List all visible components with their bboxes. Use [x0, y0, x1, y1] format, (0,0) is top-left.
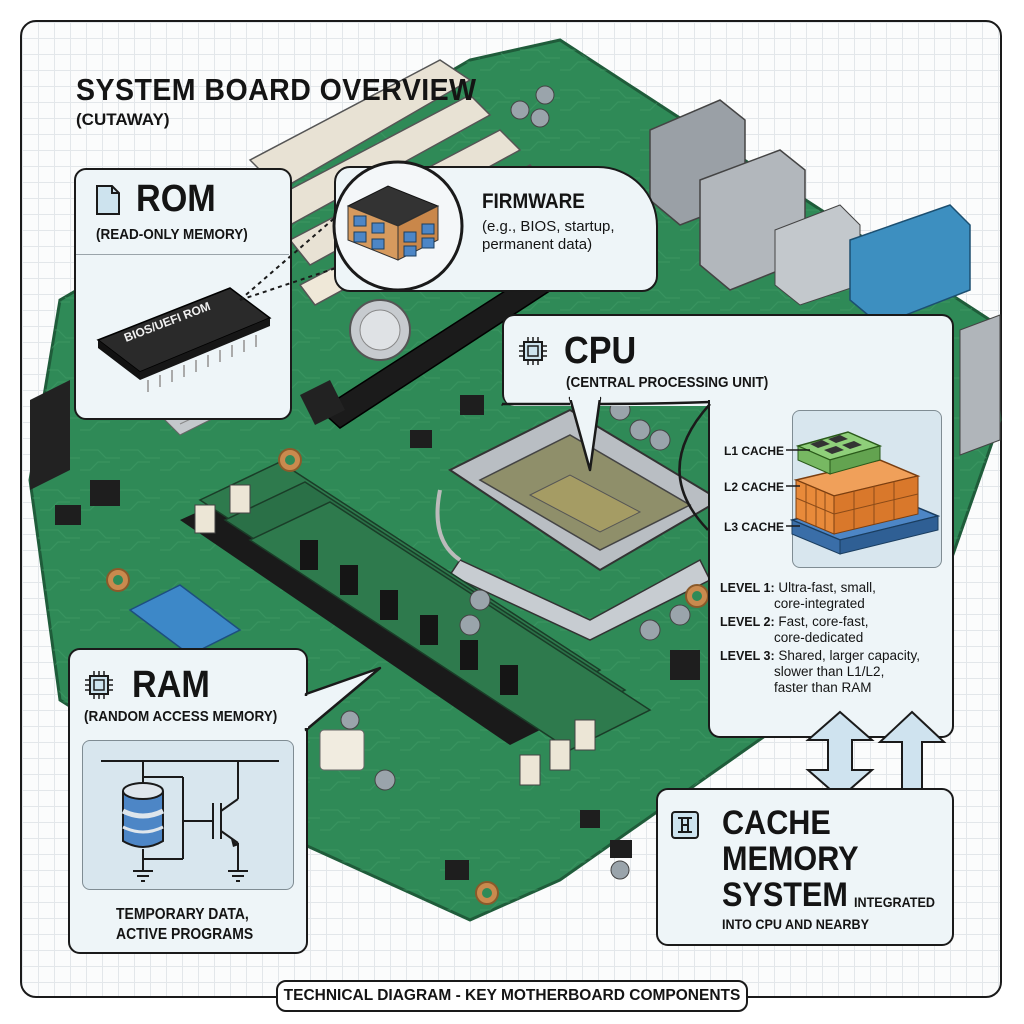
cache-heading-1: CACHE: [722, 804, 831, 842]
cpu-full-name: (CENTRAL PROCESSING UNIT): [566, 374, 769, 391]
ram-modules: [180, 461, 652, 786]
cache-icon: [671, 811, 699, 839]
level-1-text-2: core-integrated: [774, 596, 865, 611]
cache-desc: INTO CPU AND NEARBY: [722, 916, 870, 932]
cache-heading-2: MEMORY: [722, 840, 859, 878]
firmware-desc-2: permanent data): [482, 236, 593, 253]
cache-heading-3: SYSTEM: [722, 876, 848, 914]
cpu-callout: CPU (CENTRAL PROCESSING UNIT): [502, 314, 954, 406]
level-2-text-2: core-dedicated: [774, 630, 864, 645]
rom-heading: ROM: [136, 178, 216, 220]
level-3-text: LEVEL 3: Shared, larger capacity,: [720, 648, 920, 663]
firmware-desc-1: (e.g., BIOS, startup,: [482, 218, 615, 235]
cache-stack-illustration: [790, 431, 940, 555]
rom-chip-illustration: BIOS/UEFI ROM: [96, 287, 272, 392]
document-icon: [96, 185, 120, 215]
chip-icon: [519, 337, 547, 365]
level-1-text: LEVEL 1: Ultra-fast, small,: [720, 580, 876, 595]
cache-callout: CACHE MEMORY SYSTEM INTEGRATED INTO CPU …: [656, 788, 954, 946]
ram-circuit-panel: [82, 740, 294, 890]
ram-desc-2: ACTIVE PROGRAMS: [116, 926, 254, 943]
firmware-magnifier-icon: [332, 160, 464, 292]
ide-connector: [128, 584, 242, 656]
capacitor-cylinder-icon: [121, 782, 165, 848]
cpu-heading: CPU: [564, 330, 637, 372]
diagram-footer: TECHNICAL DIAGRAM - KEY MOTHERBOARD COMP…: [276, 980, 748, 1012]
rear-io: [649, 99, 1001, 456]
capacitors: [340, 85, 691, 880]
l3-cache-label: L3 CACHE: [724, 520, 785, 534]
firmware-heading: FIRMWARE: [482, 190, 585, 213]
cache-suffix: INTEGRATED: [854, 894, 935, 910]
ram-desc-1: TEMPORARY DATA,: [116, 906, 249, 923]
ram-heading: RAM: [132, 664, 210, 706]
ram-full-name: (RANDOM ACCESS MEMORY): [84, 708, 278, 725]
power-connector: [319, 729, 365, 771]
rom-full-name: (READ-ONLY MEMORY): [96, 226, 248, 243]
level-3-text-3: faster than RAM: [774, 680, 872, 695]
ram-callout: RAM (RANDOM ACCESS MEMORY): [68, 648, 308, 954]
level-3-text-2: slower than L1/L2,: [774, 664, 885, 679]
level-2-text: LEVEL 2: Fast, core-fast,: [720, 614, 869, 629]
dram-cell-schematic: [101, 760, 279, 882]
vga-port: [849, 204, 971, 326]
ics: [55, 395, 700, 880]
diagram-subtitle: (CUTAWAY): [76, 110, 170, 129]
diagram-title: SYSTEM BOARD OVERVIEW: [76, 72, 477, 107]
rom-callout: ROM (READ-ONLY MEMORY) BIOS/UEFI ROM: [74, 168, 292, 420]
l2-cache-label: L2 CACHE: [724, 480, 785, 494]
chip-icon: [85, 671, 113, 699]
l1-cache-label: L1 CACHE: [724, 444, 785, 458]
